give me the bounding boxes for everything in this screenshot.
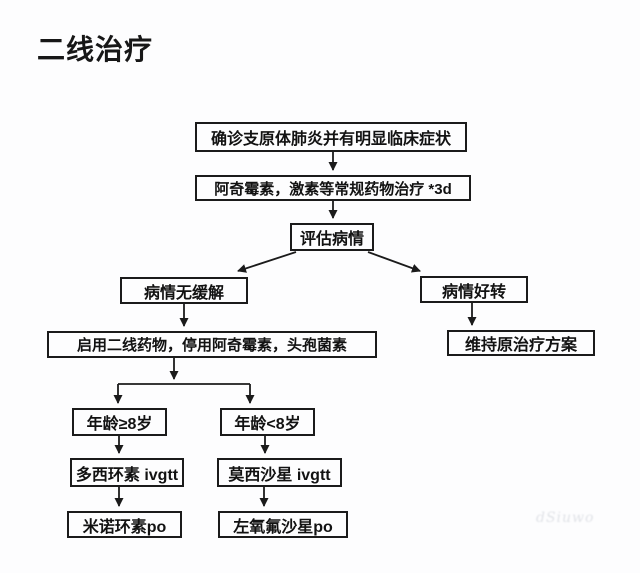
node-confirm-diagnosis: 确诊支原体肺炎并有明显临床症状 xyxy=(195,122,467,152)
node-confirm-diagnosis-label: 确诊支原体肺炎并有明显临床症状 xyxy=(210,131,451,148)
node-no-relief-label: 病情无缓解 xyxy=(143,284,224,302)
node-assess-condition-label: 评估病情 xyxy=(299,231,364,248)
node-moxifloxacin-ivgtt: 莫西沙星 ivgtt xyxy=(217,458,342,487)
node-age-lt-8: 年龄<8岁 xyxy=(220,408,315,436)
node-doxycycline-ivgtt: 多西环素 ivgtt xyxy=(70,458,184,487)
node-conventional-treatment-label: 阿奇霉素，激素等常规药物治疗 *3d xyxy=(214,180,452,198)
node-start-second-line-drugs: 启用二线药物，停用阿奇霉素，头孢菌素 xyxy=(47,331,377,358)
node-maintain-original-plan: 维持原治疗方案 xyxy=(447,330,595,356)
node-age-ge-8-label: 年龄≥8岁 xyxy=(86,416,153,433)
node-doxycycline-ivgtt-label: 多西环素 ivgtt xyxy=(75,466,179,484)
node-conventional-treatment: 阿奇霉素，激素等常规药物治疗 *3d xyxy=(195,175,471,201)
node-age-lt-8-label: 年龄<8岁 xyxy=(234,416,301,433)
node-start-second-line-drugs-label: 启用二线药物，停用阿奇霉素，头孢菌素 xyxy=(76,337,347,354)
node-age-ge-8: 年龄≥8岁 xyxy=(72,408,167,436)
node-minocycline-po-label: 米诺环素po xyxy=(82,518,167,536)
node-moxifloxacin-ivgtt-label: 莫西沙星 ivgtt xyxy=(228,466,331,484)
arrow-assess-to-improved xyxy=(367,251,421,273)
node-assess-condition: 评估病情 xyxy=(290,223,374,251)
watermark: dSiuwo xyxy=(536,510,595,526)
node-minocycline-po: 米诺环素po xyxy=(67,511,182,538)
node-maintain-original-plan-label: 维持原治疗方案 xyxy=(464,337,577,354)
node-no-relief: 病情无缓解 xyxy=(120,277,248,304)
arrow-assess-to-no-relief xyxy=(237,251,297,273)
node-levofloxacin-po-label: 左氧氟沙星po xyxy=(233,518,333,536)
page-title: 二线治疗 xyxy=(37,34,154,65)
node-condition-improved: 病情好转 xyxy=(420,276,528,303)
node-condition-improved-label: 病情好转 xyxy=(441,283,506,301)
node-levofloxacin-po: 左氧氟沙星po xyxy=(218,511,348,538)
